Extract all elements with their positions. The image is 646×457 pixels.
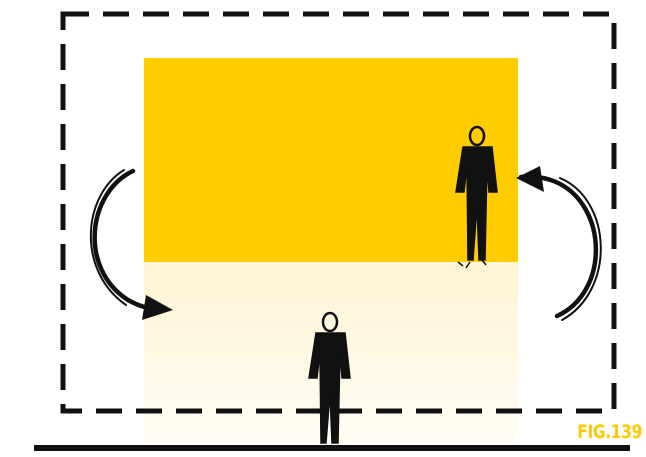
figure-label: FIG.139 [577, 421, 642, 443]
ground-line [34, 445, 630, 451]
right-curved-arrow-icon [516, 166, 601, 320]
